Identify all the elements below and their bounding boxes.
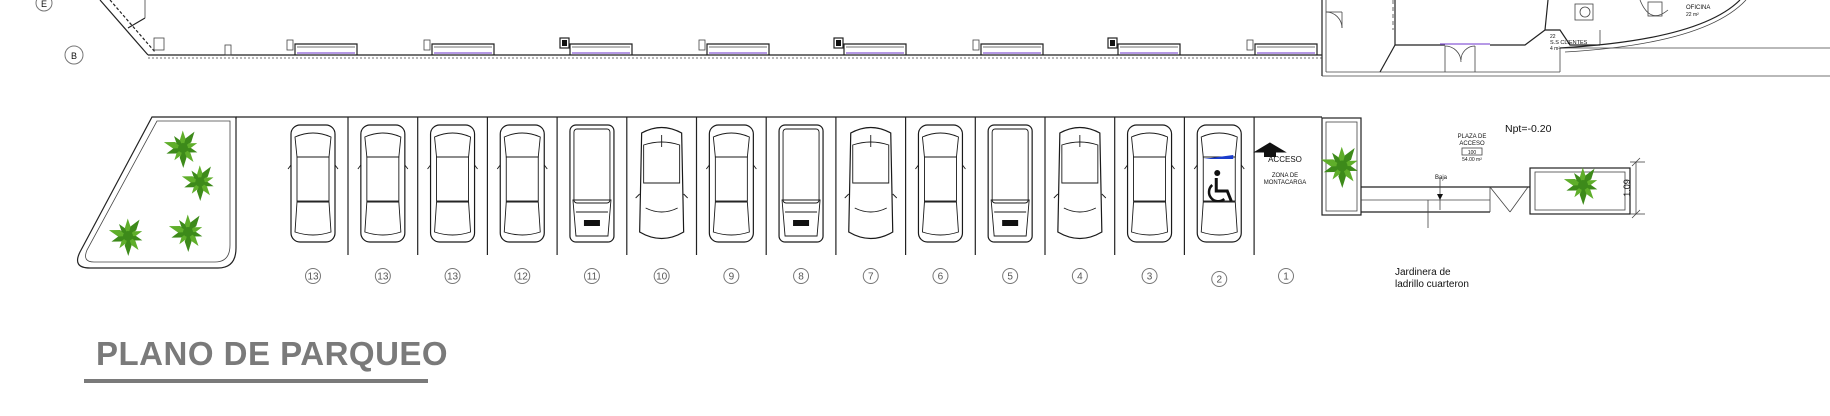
parking-stall-numbers: 13 13 13 12 11 10 9 8 7 6 5 4 3 2 (305, 268, 1228, 287)
wheelchair-icon (1207, 170, 1233, 203)
plaza-area: Baja PLAZA DE ACCESO 100 54.00 m² Npt=-0… (1361, 123, 1645, 228)
stall-number: 6 (932, 268, 949, 284)
stall-number-text: 13 (447, 272, 459, 283)
restroom-label: S.S CLIENTES (1550, 40, 1588, 46)
dimension-label: 1.09 (1622, 179, 1632, 197)
facade-bay (423, 39, 495, 55)
parked-car (357, 124, 409, 243)
facade-bay (559, 37, 633, 55)
stall-number: 13 (444, 268, 461, 284)
stall-number: 8 (793, 268, 810, 284)
drawing-title: PLANO DE PARQUEO (96, 335, 448, 372)
parked-car (1053, 126, 1107, 240)
building-corner: OFICINA 22 m² 22 S.S CLIENTES 4 m² (1321, 0, 1830, 77)
stall-number: 3 (1141, 268, 1158, 284)
access-label: ACCESO (1268, 155, 1302, 164)
stall-number: 13 (305, 268, 321, 284)
stall-number: 10 (653, 268, 670, 284)
baja-label: Baja (1435, 175, 1448, 181)
parked-car (496, 124, 548, 243)
stall-number: 2 (1211, 271, 1228, 287)
plaza-label-2: ACCESO (1459, 141, 1485, 147)
parked-car (844, 126, 898, 240)
parking-row: 13 13 13 12 11 10 9 8 7 6 5 4 3 2 (235, 116, 1322, 287)
stall-number-text: 8 (798, 272, 804, 283)
office-area: 22 m² (1686, 12, 1699, 18)
left-planter (77, 116, 237, 269)
stall-number-text: 13 (307, 272, 319, 283)
grid-marker-b: B (64, 45, 84, 65)
plaza-area: 54.00 m² (1462, 157, 1482, 163)
facade-bay (698, 39, 770, 55)
stall-number-access-text: 1 (1283, 272, 1289, 283)
stall-number: 11 (583, 268, 600, 284)
stall-number-text: 12 (517, 272, 529, 283)
facade-bay (972, 39, 1044, 55)
parked-car (987, 124, 1033, 243)
facade-bay (1246, 39, 1318, 55)
accessible-car (1193, 124, 1245, 243)
grid-marker-e: E (35, 0, 53, 12)
parked-car (705, 124, 757, 243)
plaza-code: 100 (1468, 150, 1477, 156)
left-planter-plants (108, 130, 214, 256)
grid-label-b: B (71, 51, 77, 61)
stall-number-text: 10 (656, 272, 668, 283)
plant-icon (1563, 167, 1598, 205)
npt-label: Npt=-0.20 (1505, 123, 1552, 135)
stall-number-text: 7 (868, 272, 874, 283)
parked-car (569, 124, 615, 243)
stall-number-text: 11 (587, 272, 598, 283)
plant-icon (168, 214, 203, 252)
stall-number-text: 13 (377, 272, 389, 283)
facade-window-bays (286, 37, 1318, 55)
stall-number-text: 2 (1216, 275, 1222, 286)
stall-number: 12 (514, 268, 531, 284)
stall-number-access: 1 (1278, 268, 1294, 284)
facade-bay (833, 37, 907, 55)
parked-cars (287, 124, 1245, 243)
plant-icon (181, 165, 214, 201)
building-facade (99, 0, 1322, 59)
stall-number: 7 (862, 268, 879, 284)
plaza-label-1: PLAZA DE (1458, 134, 1487, 140)
restroom-number: 22 (1550, 34, 1556, 40)
planter-note-line-2: ladrillo cuarteron (1395, 279, 1469, 290)
lift-zone-label-2: MONTACARGA (1264, 180, 1307, 186)
parked-car (287, 124, 339, 243)
stall-number: 5 (1002, 268, 1019, 284)
plant-icon (163, 130, 198, 168)
grid-label-e: E (41, 0, 47, 9)
parked-car (635, 126, 688, 240)
stall-number-text: 3 (1147, 272, 1153, 283)
stall-number-text: 9 (729, 272, 735, 283)
stall-number-text: 6 (938, 272, 944, 283)
lift-zone-label-1: ZONA DE (1272, 173, 1298, 179)
restroom-area: 4 m² (1550, 46, 1560, 52)
office-label: OFICINA (1686, 5, 1710, 11)
parked-car (1124, 124, 1175, 243)
parking-stall-lines (347, 117, 1255, 255)
stall-number: 4 (1071, 268, 1088, 284)
stall-number: 9 (723, 268, 740, 284)
plant-icon (1320, 146, 1358, 188)
stall-number-text: 5 (1007, 272, 1013, 283)
facade-bay (286, 39, 358, 55)
stall-number: 13 (374, 268, 391, 284)
access-zone: ACCESO ZONA DE MONTACARGA 1 (1253, 142, 1307, 284)
center-planter (1320, 117, 1362, 216)
facade-bay (1107, 37, 1181, 55)
stall-number-text: 4 (1077, 272, 1083, 283)
plant-icon (108, 218, 143, 256)
parked-car (778, 124, 824, 243)
parked-car (427, 124, 478, 243)
parked-car (915, 124, 966, 243)
planter-note-line-1: Jardinera de (1395, 267, 1451, 278)
